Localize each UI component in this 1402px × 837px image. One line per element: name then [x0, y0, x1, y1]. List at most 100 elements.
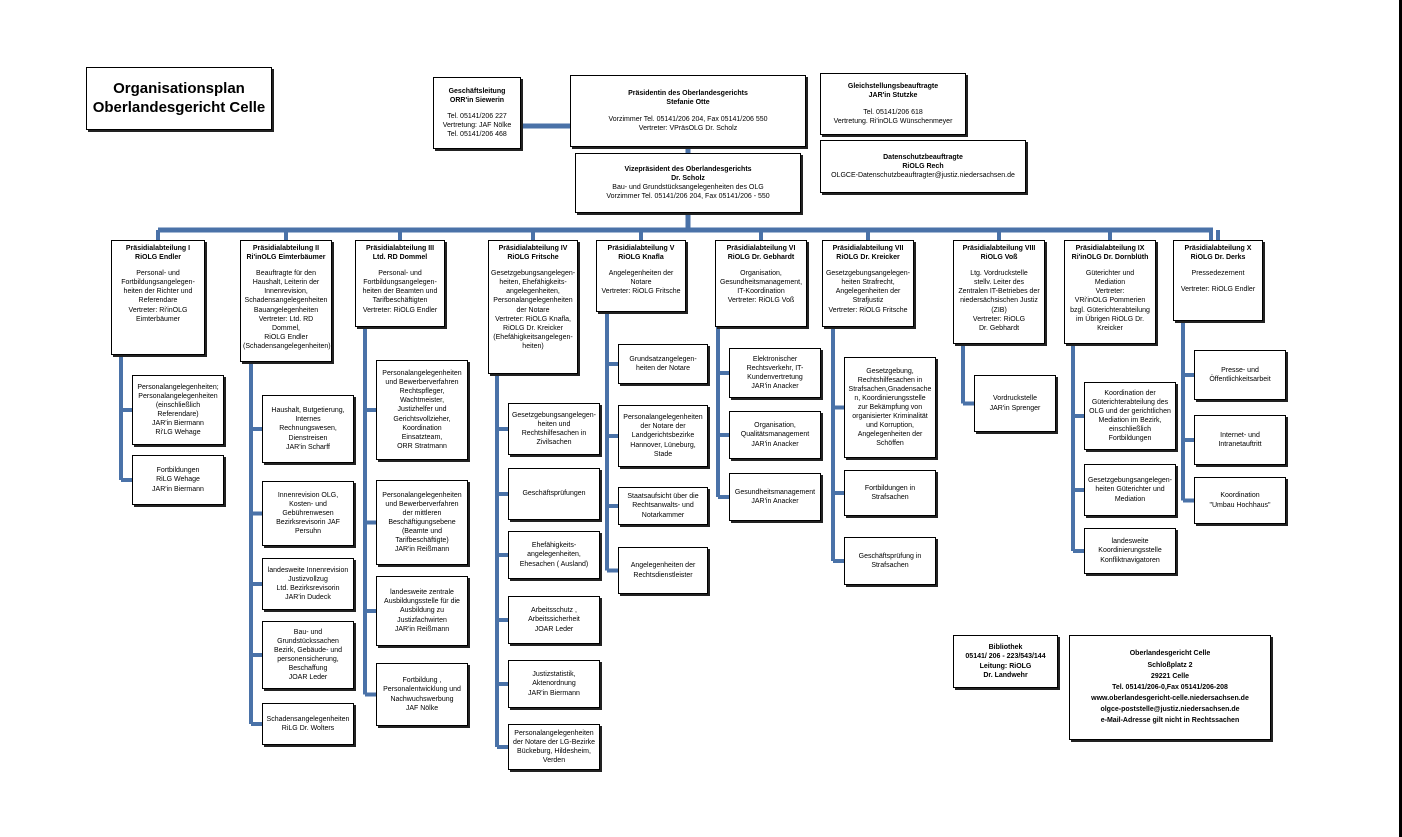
text-line — [114, 262, 202, 269]
text-line: stellv. Leiter des — [973, 279, 1025, 287]
text-line: 05141/ 206 - 223/543/144 — [965, 653, 1046, 661]
text-line: Referendare) — [157, 411, 199, 418]
text-line — [243, 262, 329, 269]
text-line — [823, 101, 963, 108]
text-line: JAF Nölke — [405, 704, 439, 712]
text-line: Bibliothek — [988, 644, 1023, 652]
text-line: Ltd. RD Dommel — [372, 254, 428, 262]
text-line: Strafsachen — [871, 562, 909, 569]
text-line: Ausbildungsstelle für die — [384, 598, 460, 606]
text-line: Gesetzgebungsangelegen- — [491, 270, 576, 278]
text-line: Innenrevision OLG, — [277, 491, 339, 499]
text-line: Aktenordnung — [532, 680, 576, 688]
text-line: JOAR Leder — [534, 625, 574, 633]
text-line: Geschäftsleitung — [448, 87, 506, 95]
text-line — [1176, 262, 1260, 269]
text-line: Geschäftsprüfung in — [858, 552, 922, 560]
text-line: Vertretung. Ri'inOLG Wünschenmeyer — [833, 117, 953, 125]
text-line: Fortbildungen — [156, 467, 200, 475]
text-line: Präsidialabteilung IX — [1075, 245, 1145, 252]
text-line: heiten Güterichter und — [1095, 486, 1165, 494]
text-line: landesweite Innenrevision — [267, 566, 349, 574]
text-line: Vertreter: RiOLG — [972, 315, 1026, 323]
text-line: landesweite — [1111, 538, 1149, 546]
text-line: JAR'in Anacker — [751, 440, 799, 448]
text-line: RiOLG Voß — [980, 254, 1018, 262]
text-line: Rechtshilfesachen in — [521, 430, 587, 437]
text-line — [956, 262, 1042, 269]
text-line: VRi'inOLG Pommerien — [1074, 297, 1146, 305]
text-line: RiOLG Endler — [135, 254, 181, 262]
sub-unit-box: Personalangelegenheiten;Personalangelege… — [132, 375, 224, 445]
text-line: Koordination der — [1104, 389, 1156, 397]
text-line: Mediation — [1094, 279, 1126, 287]
text-line: Einsatzteam, — [401, 433, 443, 441]
text-line: Angelegenheiten der — [835, 288, 901, 296]
text-line: Intranetauftritt — [1218, 441, 1262, 448]
text-line: Bezirksrevisorin JAF — [276, 519, 340, 527]
text-line: Rechtshilfesachen in — [857, 376, 923, 384]
text-line: und Bewerberverfahren — [385, 379, 459, 387]
text-line: bzgl. Güterichterabteilung — [1070, 306, 1150, 314]
text-line: Personal- und — [378, 270, 422, 278]
text-line: Gesetzgebungsangelegen- — [825, 270, 911, 278]
text-line: Rechnungswesen, — [279, 425, 337, 433]
text-line: Bau- und Grundstücksangelegenheiten des … — [612, 184, 764, 191]
text-line: Haushalt, Leiterin der — [252, 279, 320, 287]
text-line: der Notare der — [640, 423, 686, 431]
text-line: niedersächsischen Justiz — [960, 297, 1038, 305]
text-line: Dienstreisen — [288, 434, 328, 442]
text-line: Vertreter: RiOLG Voß — [727, 297, 795, 305]
text-line: im Übrigen RiOLG Dr. — [1075, 315, 1145, 323]
text-line: einschließlich — [1108, 426, 1152, 434]
text-line: Personalangelegenheiten — [138, 392, 218, 400]
sub-unit-box: Geschäftsprüfung in Strafsachen — [844, 537, 936, 585]
text-line: www.oberlandesgericht-celle.niedersachse… — [1091, 695, 1249, 703]
text-line: Angelegenheiten der — [608, 270, 674, 278]
text-line: RiOLG Dr. Kreicker — [836, 254, 900, 262]
text-line: (einschließlich — [155, 401, 201, 409]
text-line: Arbeitsschutz , — [531, 607, 577, 615]
text-line: angelegenheiten, — [527, 551, 581, 559]
text-line: Gerichtsvollzieher, — [393, 415, 451, 423]
text-line: Nachwuchswerbung — [390, 695, 454, 703]
text-line: Justizstatistik, — [532, 671, 576, 679]
text-line: Personal- und — [136, 270, 180, 278]
text-line: Ehefähigkeits- — [531, 542, 577, 550]
text-line: Präsidialabteilung VIII — [962, 245, 1036, 252]
text-line: Vertreter: RiOLG Fritsche — [601, 288, 681, 296]
text-line: Präsidialabteilung IV — [498, 245, 568, 252]
sub-unit-box: Geschäftsprüfungen — [508, 468, 600, 520]
text-line: Justizfachwirten — [397, 616, 447, 624]
text-line: Organisation, — [754, 422, 796, 430]
text-line: JAR'in Reißmann — [394, 546, 450, 554]
text-line: Ehesachen ( Ausland) — [519, 560, 589, 568]
text-line: (Beamte und — [401, 528, 443, 536]
text-line: Schadensangelegenheiten — [244, 297, 328, 305]
text-line: Personalangelegenheiten; — [137, 383, 219, 391]
text-line: der mittleren — [402, 509, 442, 517]
text-line: Vertreter: RiOLG Endler — [362, 306, 438, 314]
text-line: Innenrevision, — [264, 288, 308, 296]
text-line: Organisation, — [740, 270, 782, 278]
text-line: Ri'inOLG Dr. Dornblüth — [1071, 254, 1149, 262]
text-line: und Bewerberverfahren — [385, 500, 459, 508]
text-line: (Schadensangelegenheiten) — [243, 342, 331, 350]
text-line: Beauftragte für den — [256, 270, 316, 278]
text-line: Vertretung: JAF Nölke — [442, 122, 512, 130]
text-line: Öffentlichkeitsarbeit — [1209, 376, 1271, 383]
text-line: Präsidentin des Oberlandesgerichts — [628, 90, 748, 98]
text-line: Justizvollzug — [288, 575, 328, 583]
text-line: Fortbildungsangelegen- — [121, 279, 195, 287]
right-edge-line — [1399, 0, 1402, 837]
